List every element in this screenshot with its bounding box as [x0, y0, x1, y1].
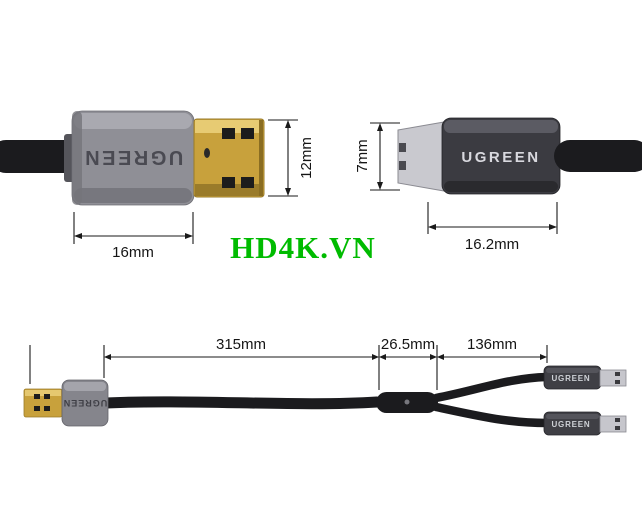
branch-cable-lower — [431, 402, 552, 428]
usb-a-housing — [61, 379, 109, 427]
shading — [546, 368, 599, 373]
arrowhead — [185, 233, 193, 239]
ugreen-logo-text: UGREEN — [83, 146, 184, 168]
usb-a-connector-bottom: UGREEN — [23, 379, 109, 427]
dim-label: 16mm — [112, 244, 154, 261]
splitter-detail — [404, 399, 410, 405]
arrowhead — [285, 120, 291, 128]
shading — [74, 188, 192, 203]
shading — [546, 414, 599, 419]
arrowhead — [377, 123, 383, 131]
shading — [259, 120, 263, 196]
cable-overview: UGREEN UGREEN UGREEN — [23, 365, 627, 436]
ugreen-logo-text: UGREEN — [461, 149, 540, 166]
watermark-text: HD4K.VN — [230, 230, 376, 265]
tip-slot — [399, 161, 406, 170]
micro-usb-cable — [554, 140, 642, 172]
dim-label: 12mm — [298, 137, 315, 179]
arrowhead — [430, 354, 437, 360]
arrowhead — [379, 354, 386, 360]
dim-cable-lengths: 315mm 26.5mm 136mm — [29, 336, 548, 390]
contact-hole — [222, 128, 235, 139]
micro-usb-metal-tip — [599, 369, 627, 387]
tip-slot — [399, 143, 406, 152]
micro-usb-connector-top: UGREEN — [397, 117, 642, 195]
ugreen-logo-text: UGREEN — [551, 420, 590, 429]
main-cable — [100, 396, 383, 410]
shading — [64, 382, 106, 391]
arrowhead — [549, 224, 557, 230]
arrowhead — [437, 354, 444, 360]
arrowhead — [285, 188, 291, 196]
dim-usb-a-width: 16mm — [73, 212, 194, 261]
dim-label: 315mm — [216, 336, 266, 353]
shading — [72, 111, 82, 205]
dim-micro-usb-height: 7mm — [354, 122, 400, 191]
contact-hole — [44, 406, 50, 411]
contact-hole — [241, 177, 254, 188]
contact-hole — [34, 394, 40, 399]
arrowhead — [372, 354, 379, 360]
arrowhead — [540, 354, 547, 360]
dim-label: 26.5mm — [381, 336, 435, 353]
shading — [444, 181, 558, 192]
usb-a-connector-top: UGREEN — [0, 110, 265, 206]
ugreen-logo-text: UGREEN — [63, 398, 108, 408]
shading — [74, 113, 192, 129]
contact-hole — [34, 406, 40, 411]
dim-label: 16.2mm — [465, 236, 519, 253]
contact-hole — [222, 177, 235, 188]
contact-hole — [204, 148, 210, 158]
dim-usb-a-height: 12mm — [268, 119, 315, 197]
dim-label: 136mm — [467, 336, 517, 353]
contact-hole — [241, 128, 254, 139]
dim-label: 7mm — [354, 139, 371, 172]
micro-usb-metal-tip — [397, 121, 445, 192]
arrowhead — [377, 182, 383, 190]
dim-micro-usb-length: 16.2mm — [427, 202, 558, 253]
tip-slot — [615, 418, 620, 422]
arrowhead — [428, 224, 436, 230]
micro-usb-metal-tip — [599, 415, 627, 433]
contact-hole — [44, 394, 50, 399]
usb-a-contact-holes — [204, 128, 254, 188]
tip-slot — [615, 380, 620, 384]
arrowhead — [104, 354, 111, 360]
branch-cable-upper — [431, 372, 552, 403]
micro-usb-upper: UGREEN — [543, 365, 627, 390]
arrowhead — [74, 233, 82, 239]
micro-usb-lower: UGREEN — [543, 411, 627, 436]
shading — [444, 120, 558, 133]
shading — [25, 390, 61, 396]
tip-slot — [615, 372, 620, 376]
ugreen-logo-text: UGREEN — [551, 374, 590, 383]
tip-slot — [615, 426, 620, 430]
